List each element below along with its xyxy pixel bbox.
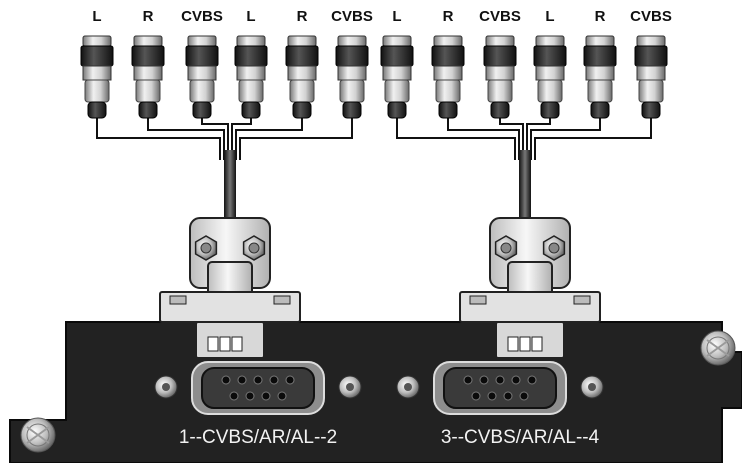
breakout-wires (96, 118, 353, 160)
connector-label-cvbs: CVBS (181, 8, 223, 25)
db9-port[interactable] (433, 361, 567, 415)
bnc-connector-l[interactable] (533, 35, 567, 119)
bnc-connector-l[interactable] (380, 35, 414, 119)
hex-screw-icon[interactable] (242, 235, 266, 261)
bnc-connector-cvbs[interactable] (185, 35, 219, 119)
jack-screw-icon[interactable] (338, 375, 362, 399)
connector-label-cvbs: CVBS (630, 8, 672, 25)
dsub-plug[interactable] (159, 217, 301, 359)
db9-port[interactable] (191, 361, 325, 415)
hex-screw-icon[interactable] (542, 235, 566, 261)
bnc-connector-l[interactable] (234, 35, 268, 119)
bnc-connector-r[interactable] (131, 35, 165, 119)
connector-label-r: R (296, 8, 308, 25)
connector-label-l: L (545, 8, 555, 25)
rear-panel (9, 321, 742, 464)
connector-label-r: R (594, 8, 606, 25)
hex-screw-icon[interactable] (194, 235, 218, 261)
cable (519, 150, 531, 222)
jack-screw-icon[interactable] (396, 375, 420, 399)
breakout-group-2 (380, 35, 668, 415)
connector-label-l: L (92, 8, 102, 25)
jack-screw-icon[interactable] (580, 375, 604, 399)
bnc-connector-cvbs[interactable] (634, 35, 668, 119)
connector-label-r: R (142, 8, 154, 25)
panel-screw-left-icon[interactable] (20, 417, 56, 453)
bnc-connector-cvbs[interactable] (483, 35, 517, 119)
port-label-3-4: 3--CVBS/AR/AL--4 (440, 427, 600, 448)
connector-label-l: L (392, 8, 402, 25)
connector-label-cvbs: CVBS (479, 8, 521, 25)
connector-label-l: L (246, 8, 256, 25)
connector-label-cvbs: CVBS (331, 8, 373, 25)
cable (224, 150, 236, 222)
bnc-connector-r[interactable] (583, 35, 617, 119)
bnc-connector-r[interactable] (431, 35, 465, 119)
port-label-1-2: 1--CVBS/AR/AL--2 (178, 427, 338, 448)
bnc-connector-r[interactable] (285, 35, 319, 119)
jack-screw-icon[interactable] (154, 375, 178, 399)
bnc-connector-cvbs[interactable] (335, 35, 369, 119)
bnc-connector-l[interactable] (80, 35, 114, 119)
hex-screw-icon[interactable] (494, 235, 518, 261)
dsub-plug[interactable] (459, 217, 601, 359)
breakout-group-1 (80, 35, 369, 415)
panel-screw-right-icon[interactable] (700, 330, 736, 366)
connector-label-r: R (442, 8, 454, 25)
breakout-wires (396, 118, 652, 160)
